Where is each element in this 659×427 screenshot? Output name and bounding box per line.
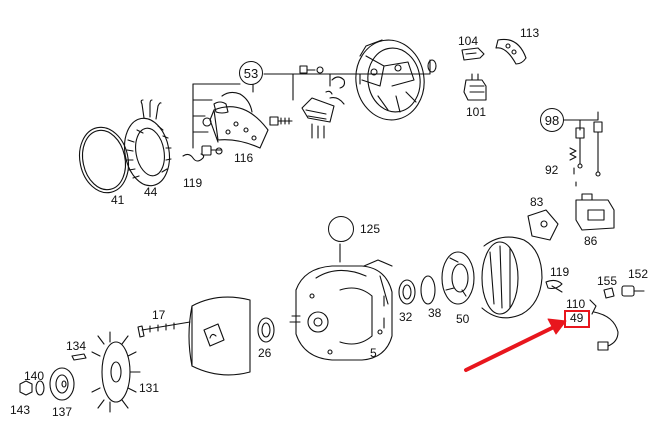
red-arrow-icon [464,318,567,372]
part-131-fan [91,331,141,413]
label-134: 134 [66,339,87,353]
highlight-box-49 [564,310,590,328]
part-86-regulator [575,193,615,231]
part-41-ring [78,126,130,194]
label-44: 44 [144,185,158,199]
small-screws-group [201,65,324,156]
label-5: 5 [370,346,377,360]
part-137-pulley [49,367,75,401]
callout-53: 53 [239,61,263,85]
label-155: 155 [597,274,618,288]
callout-98: 98 [540,108,564,132]
part-152-screw [621,285,645,297]
part-98-brushes [563,111,603,177]
label-137: 137 [52,405,73,419]
label-17: 17 [152,308,166,322]
label-49: 49 [570,311,584,325]
part-92-spring [569,147,577,187]
part-83 [527,209,559,241]
label-113: 113 [520,26,540,40]
label-50: 50 [456,312,470,326]
label-38: 38 [428,306,442,320]
part-32-bearing [398,279,416,305]
label-83: 83 [530,195,544,209]
label-125: 125 [360,222,381,236]
label-131: 131 [139,381,160,395]
label-116: 116 [234,151,254,165]
part-134-key [71,353,87,361]
callout-125-wrench [328,216,354,242]
end-shield-top [355,39,425,121]
label-26: 26 [258,346,272,360]
part-5-housing [289,259,393,361]
part-50 [441,251,475,305]
label-86: 86 [584,234,598,248]
part-116-plate [209,91,269,149]
label-32: 32 [399,310,413,324]
label-104: 104 [458,34,479,48]
group-53-bracket [192,59,431,149]
part-washer-top [427,59,437,73]
part-38-ring [420,275,436,305]
part-rear-cover [481,236,543,319]
label-101: 101 [466,105,487,119]
part-140-washer [35,380,45,396]
part-113 [495,38,527,65]
part-26-bearing [257,317,275,343]
part-119-clip-left [182,153,205,162]
label-140: 140 [24,369,45,383]
part-101 [463,73,487,101]
part-143-nut [19,380,33,396]
label-110: 110 [566,297,586,311]
label-119b: 119 [550,265,570,279]
part-119-clip-right [545,279,563,293]
label-143: 143 [10,403,31,417]
label-152: 152 [628,267,649,281]
label-41: 41 [111,193,125,207]
part-104 [461,47,485,61]
part-110-bracket [589,299,619,351]
rectifier-bits [301,76,346,139]
label-92: 92 [545,163,559,177]
part-155-nut [603,287,615,299]
part-front-cover [188,296,251,376]
part-17-bolt [137,321,191,338]
label-119a: 119 [183,176,203,190]
part-44-stator [123,99,172,187]
